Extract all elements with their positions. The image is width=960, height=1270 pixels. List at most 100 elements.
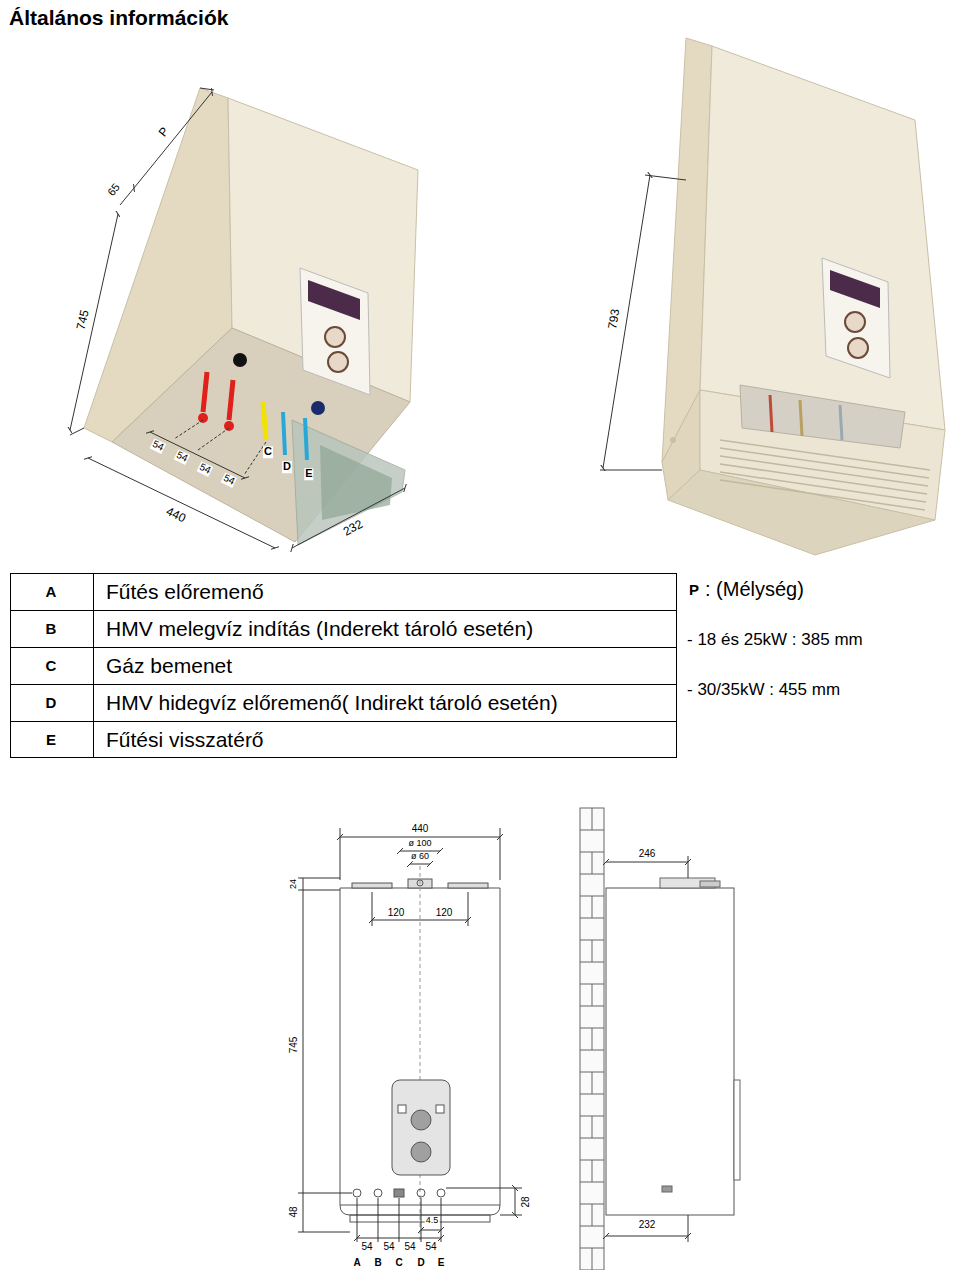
dimension-label: 440 [411, 824, 430, 835]
dimension-line [372, 920, 468, 921]
table-key: C [45, 658, 58, 674]
dimension-line [645, 175, 686, 180]
dimension-label: 28 [521, 1195, 532, 1208]
connection-letter: C [394, 1258, 403, 1269]
side-view [734, 1080, 740, 1180]
connection-letter: D [282, 461, 292, 473]
front-view [411, 1110, 431, 1130]
dimension-line [340, 828, 341, 880]
front-view [352, 883, 392, 888]
boiler-3d-left [325, 327, 345, 347]
boiler-3d-right [720, 448, 929, 478]
dimension-label: 24 [289, 878, 298, 890]
table-cell: Fűtés előremenő [105, 581, 265, 603]
front-view [392, 1080, 450, 1175]
table-key: D [45, 695, 58, 711]
dimension-line [70, 428, 84, 435]
dimension-line [174, 420, 203, 439]
boiler-3d-right [720, 456, 928, 486]
front-view [411, 1142, 431, 1162]
dimension-line [603, 175, 650, 468]
dimension-line [600, 470, 662, 471]
dimension-label: 54 [403, 1242, 416, 1253]
table-grid [10, 721, 677, 722]
connection-letter: E [304, 468, 313, 480]
table-cell: Fűtési visszatérő [105, 729, 265, 751]
dimension-line [410, 864, 430, 865]
depth-note: - 18 és 25kW : 385 mm [686, 631, 864, 649]
depth-key: P [688, 582, 700, 598]
dimension-line [134, 92, 212, 188]
dimension-line [200, 88, 214, 90]
front-view [394, 1189, 404, 1197]
boiler-3d-right [720, 472, 926, 502]
dimension-line [298, 890, 340, 891]
table-grid [10, 573, 677, 758]
boiler-3d-left [300, 268, 370, 395]
boiler-3d-left [198, 413, 208, 423]
dimension-line [292, 488, 405, 548]
dimension-line [70, 214, 118, 430]
boiler-3d-right [770, 395, 772, 432]
table-cell: HMV melegvíz indítás (Inderekt tároló es… [105, 618, 534, 640]
dimension-line [357, 1198, 358, 1242]
dimension-line [606, 856, 688, 1242]
connection-letter: E [437, 1258, 446, 1269]
dimension-line [88, 458, 275, 548]
dimension-line [372, 892, 373, 926]
dimension-line [378, 1198, 379, 1242]
boiler-3d-right [720, 440, 930, 470]
side-view [700, 881, 720, 887]
dimension-label: 48 [289, 1205, 300, 1218]
dimension-line [340, 837, 500, 838]
dimension-label: 745 [289, 1036, 300, 1055]
dimension-label: 120 [435, 908, 454, 919]
side-view [606, 888, 734, 1215]
dimension-label: 54 [150, 438, 166, 453]
connection-letter: D [416, 1258, 425, 1269]
boiler-3d-right [720, 480, 925, 510]
boiler-3d-left [233, 353, 247, 367]
dimension-label: 54 [382, 1242, 395, 1253]
boiler-3d-right [720, 464, 927, 494]
dimension-label: 65 [105, 181, 123, 199]
boiler-3d-right [662, 38, 945, 555]
dimension-label: 54 [360, 1242, 373, 1253]
boiler-3d-right [700, 46, 945, 430]
front-view [340, 866, 500, 1240]
boiler-3d-right [848, 338, 868, 358]
boiler-3d-right [830, 270, 880, 308]
boiler-3d-right [668, 470, 935, 555]
boiler-3d-left [311, 401, 325, 415]
side-view [592, 808, 593, 1270]
connection-letter: A [352, 1258, 361, 1269]
front-view [420, 866, 421, 1240]
dimension-label: 4.5 [425, 1216, 440, 1225]
front-view [398, 1105, 406, 1113]
dimension-label: ø 100 [407, 839, 432, 848]
side-view [662, 1186, 672, 1192]
dimension-line [70, 88, 405, 548]
boiler-3d-left [305, 418, 307, 460]
boiler-3d-left [320, 445, 392, 520]
dimension-line [500, 1215, 522, 1216]
dimension-label: 54 [221, 472, 237, 487]
dimension-label: 54 [424, 1242, 437, 1253]
boiler-3d-right [845, 312, 865, 332]
boiler-3d-right [822, 258, 890, 378]
depth-note: : (Mélység) [704, 579, 805, 600]
dimension-line [198, 428, 229, 450]
dimension-line [298, 878, 340, 879]
dimension-line [606, 862, 688, 863]
dimension-label: 232 [638, 1220, 657, 1231]
table-grid [11, 574, 677, 758]
boiler-3d-left [292, 420, 405, 545]
dimension-label: 793 [606, 307, 622, 331]
front-view [417, 1189, 425, 1197]
front-view [437, 1189, 445, 1197]
table-cell: HMV hidegvíz előremenő( Indirekt tároló … [105, 692, 559, 714]
front-view [353, 1189, 361, 1197]
table-key: E [45, 732, 57, 748]
dimension-line [298, 1193, 352, 1194]
